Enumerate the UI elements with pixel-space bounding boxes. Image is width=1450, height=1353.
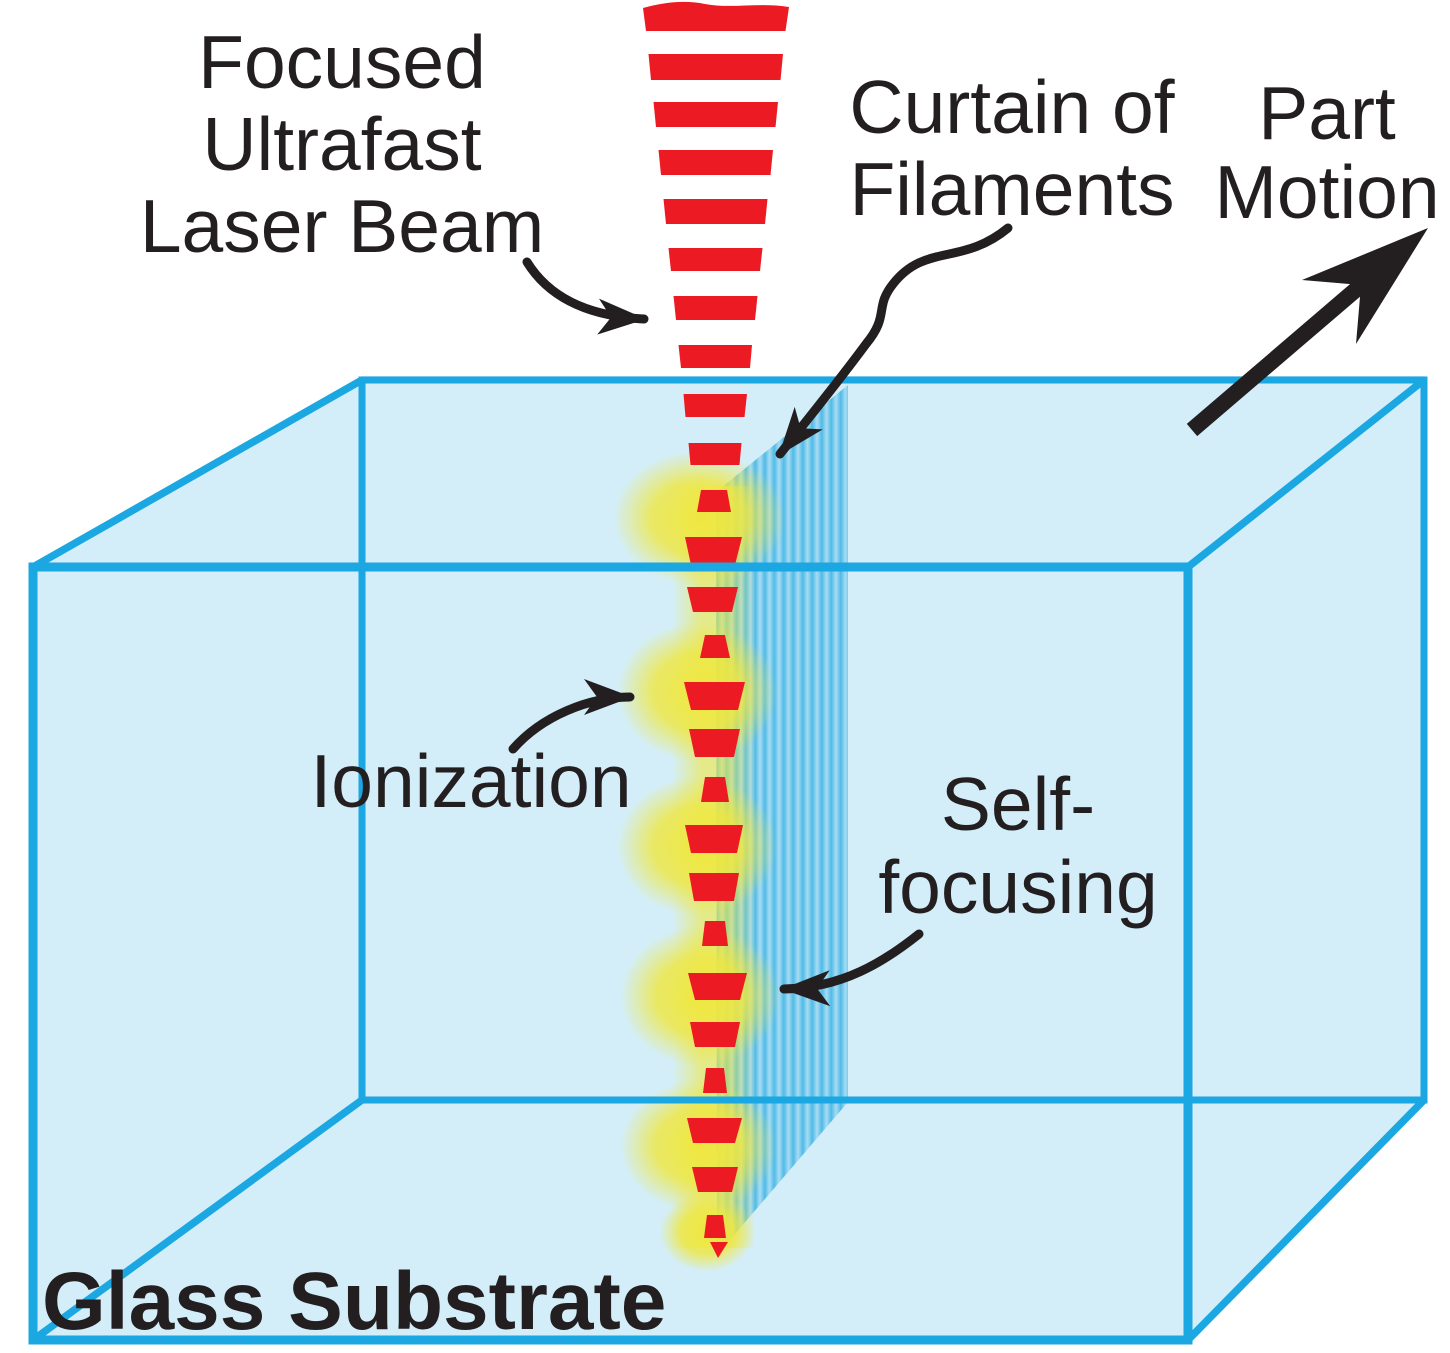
- curtain-arrow-icon: [775, 223, 1013, 459]
- part-motion-arrow-icon: [1186, 228, 1428, 437]
- self-focusing-line1: Self-: [940, 762, 1096, 846]
- laser-arrow-icon: [522, 257, 649, 335]
- curtain-label-line1: Curtain of: [849, 65, 1175, 149]
- self-focusing-arrow-icon: [779, 929, 924, 1007]
- part-motion-line1: Part: [1258, 71, 1396, 155]
- laser-beam-icon: [643, 1, 789, 1258]
- self-focusing-label: Self- focusing: [878, 763, 1157, 929]
- glass-box-edges: [28, 376, 1428, 1345]
- glass-substrate-label: Glass Substrate: [42, 1256, 667, 1347]
- part-motion-line2: Motion: [1214, 150, 1440, 234]
- annotation-arrows: [508, 223, 1428, 1007]
- ionization-label: Ionization: [310, 739, 632, 823]
- ionization-arrow-icon: [508, 679, 635, 754]
- curtain-of-filaments-label: Curtain of Filaments: [849, 66, 1174, 230]
- curtain-label-line2: Filaments: [849, 147, 1175, 231]
- laser-label-line2: Ultrafast: [202, 102, 482, 186]
- laser-beam-label: Focused Ultrafast Laser Beam: [140, 21, 544, 267]
- laser-label-line3: Laser Beam: [139, 184, 545, 268]
- laser-label-line1: Focused: [198, 20, 486, 104]
- part-motion-label: Part Motion: [1214, 74, 1439, 232]
- self-focusing-line2: focusing: [878, 845, 1158, 929]
